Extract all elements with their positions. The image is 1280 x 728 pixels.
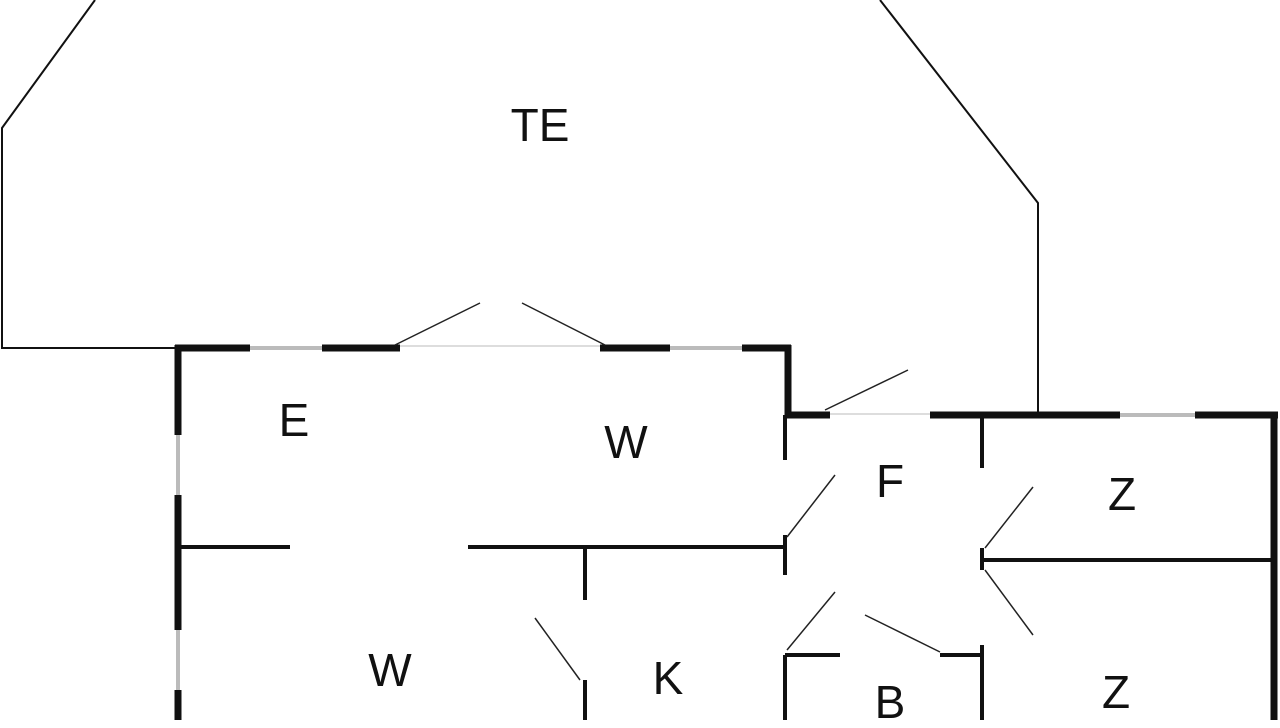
windows <box>176 345 1195 690</box>
interior-walls <box>178 415 1272 720</box>
room-label-terrace: TE <box>510 99 570 151</box>
terrace-outline <box>1 0 1039 412</box>
room-label-k: K <box>652 652 684 704</box>
door-swings <box>394 302 1034 681</box>
room-label-w-lower: W <box>368 644 412 696</box>
room-label-e: E <box>278 394 310 446</box>
room-label-f: F <box>875 455 905 507</box>
room-label-w-upper: W <box>604 416 648 468</box>
room-label-b: B <box>874 676 906 728</box>
room-label-z-upper: Z <box>1107 468 1137 520</box>
room-label-z-lower: Z <box>1101 666 1131 718</box>
exterior-walls <box>174 344 1278 720</box>
